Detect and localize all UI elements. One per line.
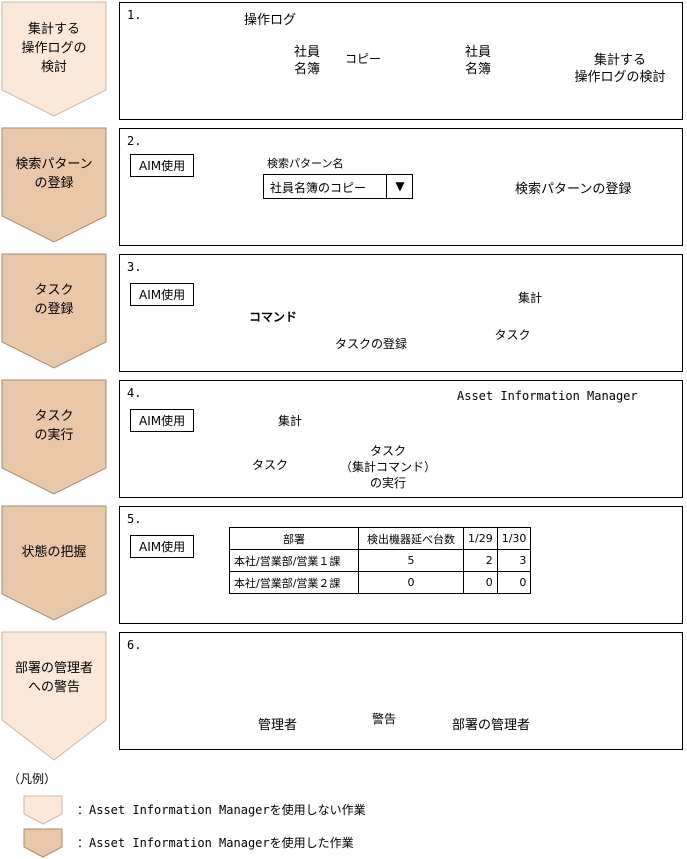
table-cell: 0 bbox=[496, 571, 532, 594]
legend-title: （凡例） bbox=[8, 772, 57, 786]
panel-1 bbox=[119, 2, 683, 120]
table-cell: 本社/営業部/営業２課 bbox=[229, 571, 359, 594]
callout-consider-log: 集計する 操作ログの検討 bbox=[574, 53, 666, 85]
admin-label: 管理者 bbox=[258, 718, 298, 733]
aim-badge-2: AIM使用 bbox=[130, 154, 195, 177]
document-left-label: 社員 名簿 bbox=[293, 45, 320, 77]
step-label-5: 状態の把握 bbox=[21, 544, 87, 560]
table-cell: 2 bbox=[463, 549, 498, 572]
table-header-cell: 1/29 bbox=[463, 527, 498, 550]
panel-3 bbox=[119, 254, 683, 372]
task-label: タスク bbox=[494, 328, 531, 342]
operation-log-title: 操作ログ bbox=[244, 13, 297, 28]
copy-label: コピー bbox=[345, 52, 382, 66]
step-arrow-6 bbox=[1, 631, 107, 761]
step-arrow-4 bbox=[1, 379, 107, 495]
panel-4-number: 4. bbox=[127, 386, 142, 400]
table-header-cell: 部署 bbox=[229, 527, 359, 550]
step-label-2: 検索パターン の登録 bbox=[15, 157, 93, 191]
step-label-3: タスク の登録 bbox=[34, 283, 74, 317]
search-pattern-value: 社員名簿のコピー bbox=[270, 181, 367, 195]
table-cell: 5 bbox=[358, 549, 464, 572]
dept-admin-label: 部署の管理者 bbox=[452, 718, 531, 733]
step-label-4: タスク の実行 bbox=[34, 409, 74, 443]
step-label-1: 集計する 操作ログの 検討 bbox=[21, 21, 87, 75]
panel-5-number: 5. bbox=[127, 512, 142, 526]
step-arrow-5 bbox=[1, 505, 107, 621]
legend-swatch-aim bbox=[23, 828, 63, 858]
panel-2-number: 2. bbox=[127, 134, 142, 148]
legend-swatch-no-aim bbox=[23, 795, 63, 825]
aggregate-label-exec: 集計 bbox=[278, 414, 303, 428]
table-header-row: 部署 検出機器延べ台数 1/29 1/30 bbox=[229, 527, 532, 550]
product-name-label: Asset Information Manager bbox=[457, 389, 638, 403]
legend-aim-label: ：Asset Information Managerを使用した作業 bbox=[77, 836, 354, 850]
panel-1-number: 1. bbox=[127, 8, 142, 22]
search-pattern-select[interactable]: 社員名簿のコピー ▼ bbox=[263, 174, 413, 199]
step-arrow-2 bbox=[1, 127, 107, 243]
panel-4 bbox=[119, 380, 683, 498]
table-header-cell: 1/30 bbox=[496, 527, 532, 550]
callout-register-pattern: 検索パターンの登録 bbox=[515, 182, 632, 197]
table-row: 本社/営業部/営業２課 0 0 0 bbox=[229, 571, 532, 594]
table-cell: 0 bbox=[463, 571, 498, 594]
legend-no-aim-label: ：Asset Information Managerを使用しない作業 bbox=[77, 803, 366, 817]
register-task-label: タスクの登録 bbox=[335, 337, 408, 351]
status-table: 部署 検出機器延べ台数 1/29 1/30 本社/営業部/営業１課 5 2 3 … bbox=[229, 527, 532, 594]
search-pattern-label: 検索パターン名 bbox=[267, 157, 344, 170]
aim-badge-5: AIM使用 bbox=[130, 535, 195, 558]
panel-6-number: 6. bbox=[127, 638, 142, 652]
warning-label: 警告 bbox=[372, 712, 397, 726]
table-cell: 0 bbox=[358, 571, 464, 594]
step-arrow-1 bbox=[1, 1, 107, 117]
aggregate-label: 集計 bbox=[518, 291, 543, 305]
table-cell: 本社/営業部/営業１課 bbox=[229, 549, 359, 572]
step-label-6: 部署の管理者 への警告 bbox=[14, 661, 93, 695]
aim-badge-3: AIM使用 bbox=[130, 283, 195, 306]
table-row: 本社/営業部/営業１課 5 2 3 bbox=[229, 549, 532, 572]
panel-6 bbox=[119, 632, 683, 750]
execute-task-label: タスク （集計コマンド） の実行 bbox=[339, 444, 436, 490]
table-cell: 3 bbox=[496, 549, 532, 572]
aim-badge-4: AIM使用 bbox=[130, 409, 195, 432]
chevron-down-icon[interactable]: ▼ bbox=[386, 174, 413, 199]
task-label-exec: タスク bbox=[251, 458, 288, 472]
command-label: コマンド bbox=[248, 310, 297, 324]
step-arrow-3 bbox=[1, 253, 107, 369]
panel-3-number: 3. bbox=[127, 260, 142, 274]
document-right-label: 社員 名簿 bbox=[464, 45, 491, 77]
table-header-cell: 検出機器延べ台数 bbox=[358, 527, 464, 550]
